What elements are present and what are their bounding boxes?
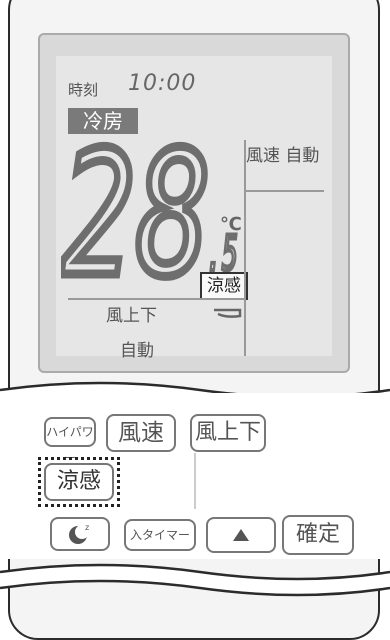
temperature-unit: ℃ xyxy=(220,214,242,235)
up-button[interactable] xyxy=(206,517,276,553)
temperature-decimal-text: .5 xyxy=(206,226,238,272)
lcd-divider-vertical xyxy=(244,140,246,356)
louver-label: 風上下 xyxy=(106,306,157,326)
triangle-up-icon xyxy=(233,529,249,541)
louver-icon xyxy=(214,308,242,318)
louver-button[interactable]: 風上下 xyxy=(190,414,266,452)
on-timer-button[interactable]: 入タイマー xyxy=(124,519,196,551)
cutaway-break-bottom xyxy=(0,563,390,597)
mode-indicator: 冷房 xyxy=(68,108,138,134)
cool-button-highlight xyxy=(38,457,120,507)
lcd-display: 時刻 10:00 冷房 28 .5 ℃ 涼感 風速 自動 風上下 自動 xyxy=(56,56,332,361)
sleep-moon-icon: z xyxy=(69,523,89,544)
louver-value: 自動 xyxy=(120,341,154,361)
lcd-divider-right xyxy=(244,190,324,192)
fan-speed-status: 風速 自動 xyxy=(246,146,320,166)
hi-power-button[interactable]: ハイパワー xyxy=(44,417,96,465)
sleep-button[interactable]: z xyxy=(50,517,110,551)
fan-speed-button[interactable]: 風速 xyxy=(106,414,176,452)
lcd-divider-horizontal xyxy=(68,298,244,300)
confirm-button[interactable]: 確定 xyxy=(282,515,354,555)
temperature-main-text: 28 xyxy=(61,126,211,286)
cool-indicator: 涼感 xyxy=(200,272,248,300)
panel-divider xyxy=(194,453,196,509)
clock-value: 10:00 xyxy=(128,71,197,96)
cool-button[interactable]: 涼感 xyxy=(44,463,114,501)
svg-text:z: z xyxy=(85,523,89,532)
clock-label: 時刻 xyxy=(68,81,99,99)
temperature-main: 28 xyxy=(61,126,211,286)
temperature-decimal: .5 xyxy=(206,226,238,272)
